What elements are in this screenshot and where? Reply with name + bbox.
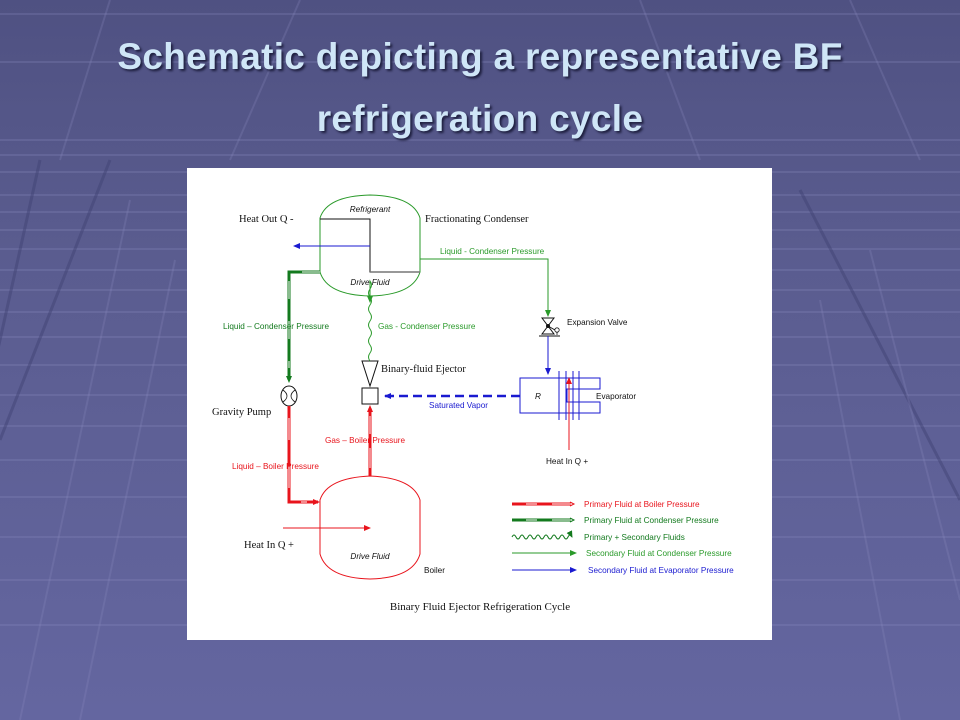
binary-fluid-ejector: Binary-fluid Ejector <box>361 360 466 405</box>
liquid-condenser-line-right <box>420 258 551 317</box>
diagram-panel: Refrigerant Drive Fluid Fractionating Co… <box>187 168 772 640</box>
condenser-label: Fractionating Condenser <box>425 214 529 225</box>
boiler-inner-label: Drive Fluid <box>350 552 390 561</box>
legend-label: Primary + Secondary Fluids <box>584 533 685 542</box>
boiler: Drive Fluid Boiler <box>319 475 445 580</box>
diagram-caption: Binary Fluid Ejector Refrigeration Cycle <box>390 601 570 613</box>
gas-boiler-label: Gas – Boiler Pressure <box>325 436 406 445</box>
heat-out-label: Heat Out Q - <box>239 214 294 225</box>
legend-label: Primary Fluid at Condenser Pressure <box>584 516 719 525</box>
liquid-condenser-line-left <box>286 270 320 383</box>
legend-label: Primary Fluid at Boiler Pressure <box>584 500 700 509</box>
liquid-boiler-label: Liquid – Boiler Pressure <box>232 462 319 471</box>
legend-label: Secondary Fluid at Evaporator Pressure <box>588 566 734 575</box>
gravity-pump-label: Gravity Pump <box>212 407 271 418</box>
evaporator-heat-in-label: Heat In Q + <box>546 457 588 466</box>
gas-condenser-line <box>367 279 373 362</box>
expansion-valve-label: Expansion Valve <box>567 318 628 327</box>
legend: Primary Fluid at Boiler Pressure Primary… <box>511 500 734 575</box>
evaporator: R Evaporator <box>519 371 636 420</box>
saturated-vapor-label: Saturated Vapor <box>429 401 488 410</box>
liquid-boiler-line <box>287 406 320 505</box>
legend-item-boiler-pressure: Primary Fluid at Boiler Pressure <box>512 500 700 509</box>
gravity-pump: Gravity Pump <box>212 385 298 418</box>
evaporator-label: Evaporator <box>596 392 636 401</box>
liquid-condenser-label-left: Liquid – Condenser Pressure <box>223 322 329 331</box>
legend-label: Secondary Fluid at Condenser Pressure <box>586 549 732 558</box>
refrigeration-cycle-diagram: Refrigerant Drive Fluid Fractionating Co… <box>212 194 734 613</box>
evaporator-inner-label: R <box>535 392 541 401</box>
boiler-vessel <box>319 475 421 580</box>
liquid-condenser-label-right: Liquid - Condenser Pressure <box>440 247 545 256</box>
slide-title-line-2: refrigeration cycle <box>316 98 644 139</box>
legend-item-primary-secondary: Primary + Secondary Fluids <box>511 530 685 542</box>
expansion-valve: Expansion Valve <box>539 317 628 337</box>
condenser-top-label: Refrigerant <box>350 205 391 214</box>
legend-item-condenser-pressure: Primary Fluid at Condenser Pressure <box>512 516 719 525</box>
slide-title-line-1: Schematic depicting a representative BF <box>117 36 843 77</box>
ejector-label: Binary-fluid Ejector <box>381 364 466 375</box>
legend-item-secondary-evaporator: Secondary Fluid at Evaporator Pressure <box>512 566 734 575</box>
legend-item-secondary-condenser: Secondary Fluid at Condenser Pressure <box>512 549 732 558</box>
boiler-heat-in-label: Heat In Q + <box>244 540 294 551</box>
boiler-label: Boiler <box>424 566 445 575</box>
gas-condenser-label: Gas - Condenser Pressure <box>378 322 476 331</box>
